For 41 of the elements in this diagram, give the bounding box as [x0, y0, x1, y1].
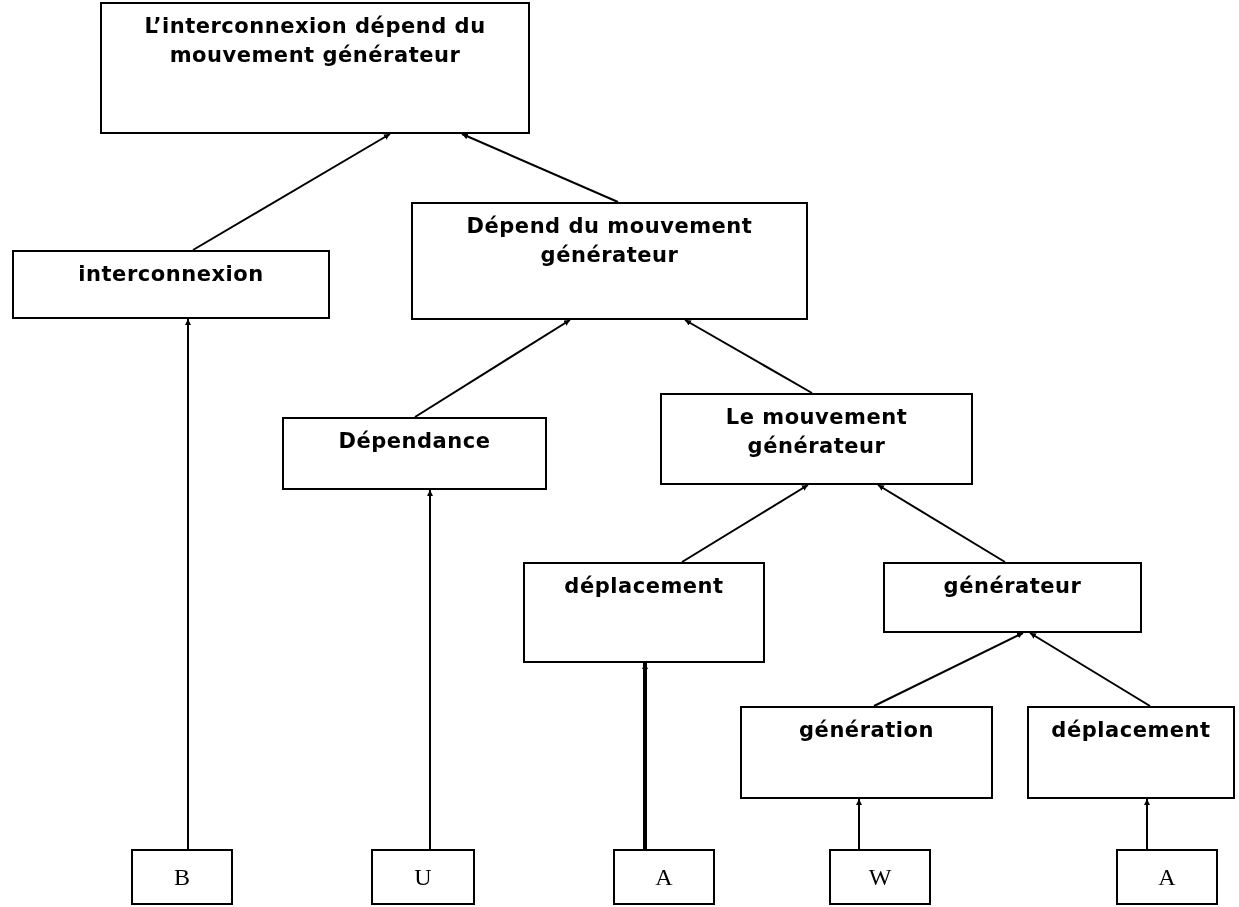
letter-box	[1116, 849, 1218, 905]
concept-box	[1027, 706, 1235, 799]
concept-text: générateur	[943, 573, 1082, 600]
letter: W	[868, 865, 892, 889]
concept-text: L’interconnexion dépend du mouvement générateur	[143, 13, 487, 70]
concept-text: Dépend du mouvement générateur	[465, 213, 754, 270]
arrow	[681, 484, 809, 563]
letter-box	[371, 849, 475, 905]
letter-box	[131, 849, 233, 905]
concept-text: Le mouvement générateur	[724, 404, 909, 461]
concept-text: Dépendance	[338, 428, 491, 455]
concept-text: déplacement	[564, 573, 724, 600]
arrow	[192, 133, 391, 251]
arrow	[873, 632, 1024, 707]
concept-text: génération	[799, 717, 934, 744]
arrow	[856, 798, 862, 850]
arrow	[684, 319, 813, 394]
concept-box	[100, 2, 530, 134]
letter: U	[414, 865, 432, 889]
concept-box	[883, 562, 1142, 633]
letter: B	[174, 865, 190, 889]
arrow	[877, 484, 1006, 563]
arrow	[427, 489, 433, 850]
concept-box	[740, 706, 993, 799]
arrow	[461, 133, 619, 203]
arrow	[185, 318, 191, 850]
letter-box	[829, 849, 931, 905]
concept-text: déplacement	[1051, 717, 1211, 744]
arrow	[642, 663, 648, 849]
letter: A	[655, 865, 673, 889]
concept-box	[282, 417, 547, 490]
letter-box	[613, 849, 715, 905]
arrow	[414, 319, 571, 418]
concept-box	[411, 202, 808, 320]
concept-box	[660, 393, 973, 485]
concept-text: interconnexion	[78, 261, 264, 288]
concept-box	[12, 250, 330, 319]
arrow	[1144, 798, 1150, 850]
letter: A	[1158, 865, 1176, 889]
concept-box	[523, 562, 765, 663]
arrow	[1029, 632, 1151, 707]
